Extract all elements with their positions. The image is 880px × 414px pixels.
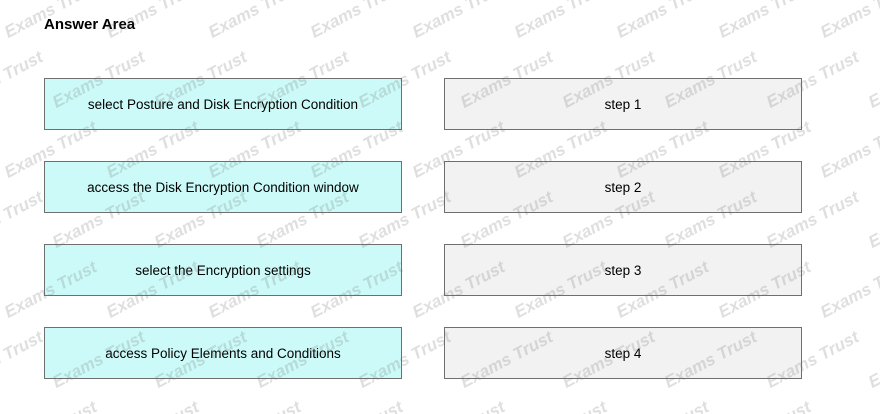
drop-target-step-1[interactable]: step 1 xyxy=(444,78,802,130)
drag-source-item-2[interactable]: access the Disk Encryption Condition win… xyxy=(44,161,402,213)
drag-source-item-3[interactable]: select the Encryption settings xyxy=(44,244,402,296)
drag-source-item-1[interactable]: select Posture and Disk Encryption Condi… xyxy=(44,78,402,130)
drag-source-label-4: access Policy Elements and Conditions xyxy=(105,345,341,361)
drop-target-label-2: step 2 xyxy=(604,179,642,195)
drag-source-item-4[interactable]: access Policy Elements and Conditions xyxy=(44,327,402,379)
drop-target-step-3[interactable]: step 3 xyxy=(444,244,802,296)
drop-target-label-1: step 1 xyxy=(604,96,642,112)
page-title: Answer Area xyxy=(44,16,136,33)
drag-source-label-3: select the Encryption settings xyxy=(135,262,311,278)
drop-target-step-2[interactable]: step 2 xyxy=(444,161,802,213)
drop-target-step-4[interactable]: step 4 xyxy=(444,327,802,379)
drop-target-label-3: step 3 xyxy=(604,262,642,278)
drag-source-label-2: access the Disk Encryption Condition win… xyxy=(87,179,359,195)
drop-target-label-4: step 4 xyxy=(604,345,642,361)
drag-source-label-1: select Posture and Disk Encryption Condi… xyxy=(87,96,359,112)
